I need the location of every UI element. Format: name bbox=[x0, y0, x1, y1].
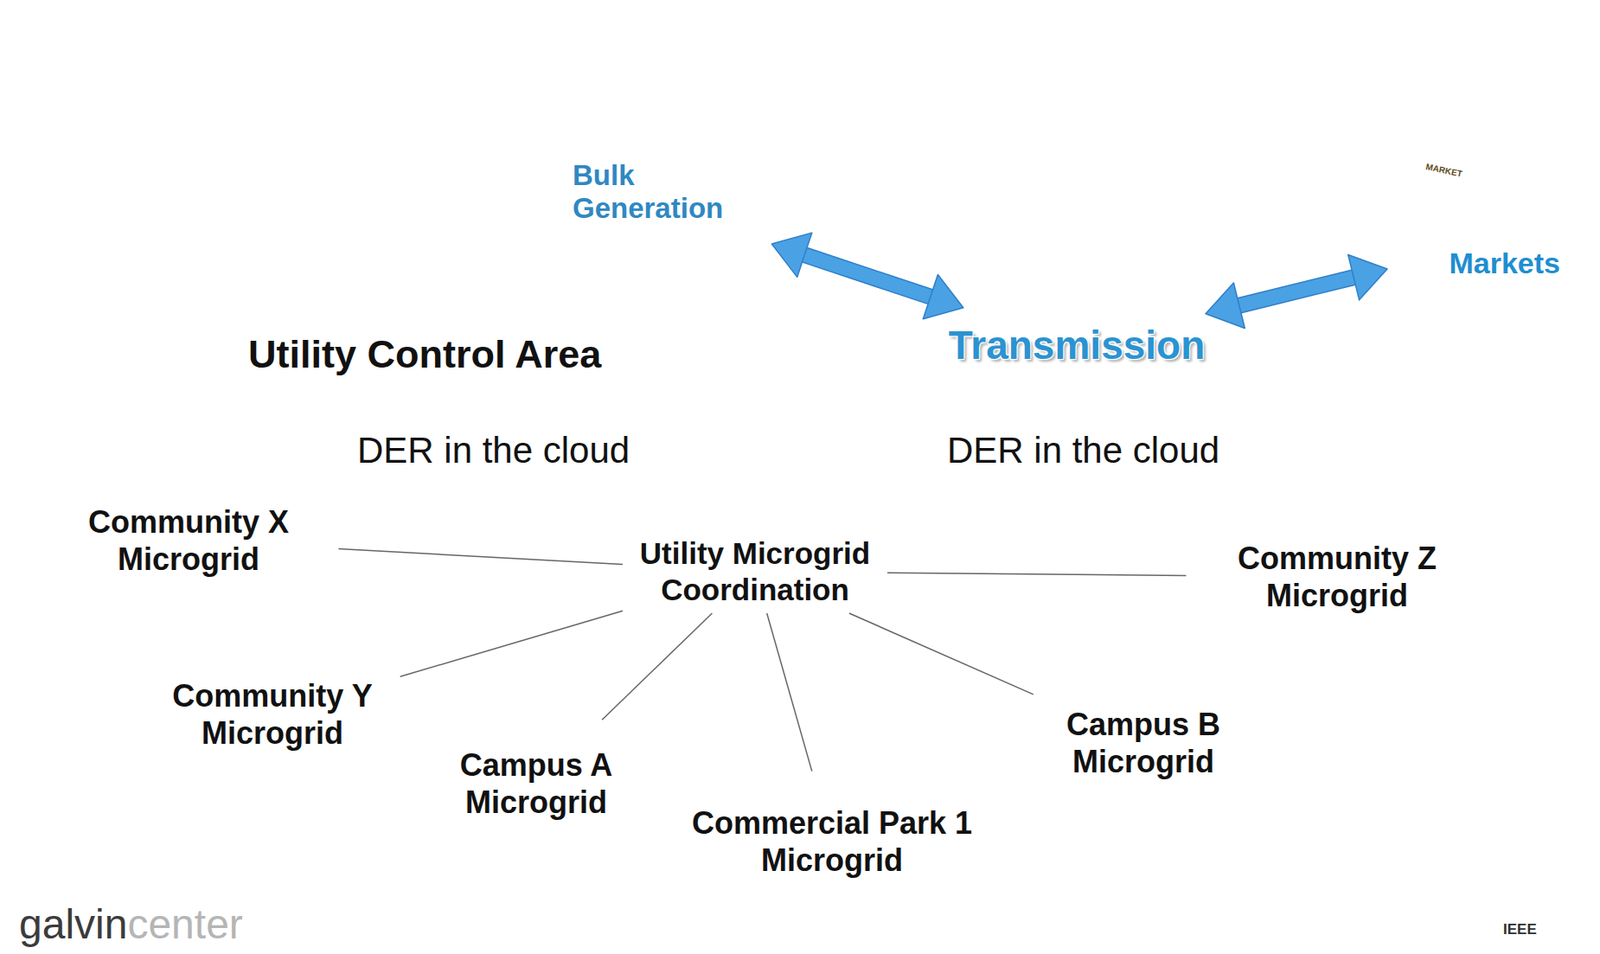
sky-cloud-shape bbox=[1356, 179, 1600, 310]
microgrid-cloud-shape bbox=[637, 767, 1027, 916]
coordination-hub: Utility Microgrid Coordination bbox=[629, 535, 881, 608]
microgrid-cloud: Campus A Microgrid bbox=[380, 709, 692, 858]
substation-illustration bbox=[942, 152, 1259, 301]
flow-arrow bbox=[771, 232, 963, 320]
hub-label: Utility Microgrid Coordination bbox=[629, 535, 881, 608]
transmission-cloud: Transmission bbox=[890, 278, 1263, 413]
link-line bbox=[400, 610, 623, 677]
logo-text: center bbox=[127, 902, 243, 948]
microgrid-cloud-shape bbox=[987, 668, 1300, 818]
microgrid-cloud: Community X Microgrid bbox=[32, 466, 345, 615]
microgrid-label: Community X Microgrid bbox=[76, 503, 301, 578]
link-line bbox=[601, 613, 712, 720]
der-label: DER in the cloud bbox=[947, 429, 1220, 472]
bulk-generation-cloud: Bulk Generation bbox=[553, 153, 813, 276]
label-anchor: DER in the cloud bbox=[947, 429, 1220, 472]
microgrid-label: Commercial Park 1 Microgrid bbox=[680, 804, 984, 879]
microgrid-cloud-shape bbox=[116, 640, 429, 789]
markets-cloud: Markets bbox=[1356, 179, 1600, 310]
link-line bbox=[887, 572, 1186, 576]
microgrid-cloud-shape bbox=[1181, 502, 1493, 652]
link-line bbox=[849, 613, 1034, 695]
ieee-logo bbox=[1440, 880, 1597, 951]
microgrid-cloud: Community Y Microgrid bbox=[116, 640, 429, 789]
area-title: Utility Control Area bbox=[248, 331, 602, 378]
microgrid-cloud-shape bbox=[32, 466, 345, 615]
cloud-label: Markets bbox=[1448, 246, 1561, 281]
link-line bbox=[767, 613, 813, 772]
label-anchor: IEEE bbox=[1503, 921, 1537, 939]
utility-control-area-cloud: Utility Control AreaUtility Microgrid Co… bbox=[0, 172, 1600, 954]
label-anchor: galvin bbox=[19, 902, 128, 948]
market-building bbox=[1406, 91, 1552, 251]
sign-text: MARKET bbox=[1424, 161, 1463, 180]
label-anchor: DER in the cloud bbox=[357, 429, 630, 472]
label-anchor: center bbox=[127, 902, 243, 948]
microgrid-cloud-shape bbox=[380, 709, 692, 858]
der-label: DER in the cloud bbox=[357, 429, 630, 472]
logo-text: IEEE bbox=[1503, 921, 1537, 939]
microgrid-label: Community Y Microgrid bbox=[160, 677, 385, 752]
microgrid-label: Campus B Microgrid bbox=[1030, 705, 1256, 781]
leader-line bbox=[638, 463, 940, 519]
microgrid-cloud: Commercial Park 1 Microgrid bbox=[637, 767, 1027, 916]
cloud-label: Transmission bbox=[948, 322, 1206, 369]
microgrid-label: Campus A Microgrid bbox=[423, 746, 649, 821]
microgrid-label: Community Z Microgrid bbox=[1224, 539, 1450, 615]
logo-text: galvin bbox=[19, 902, 128, 948]
cloud-label: Bulk Generation bbox=[572, 159, 746, 225]
microgrid-cloud: Community Z Microgrid bbox=[1181, 502, 1493, 652]
microgrid-cloud: Campus B Microgrid bbox=[987, 668, 1300, 818]
flow-arrow bbox=[1205, 254, 1388, 328]
link-line bbox=[338, 549, 623, 565]
label-anchor: MARKET bbox=[1424, 157, 1465, 181]
